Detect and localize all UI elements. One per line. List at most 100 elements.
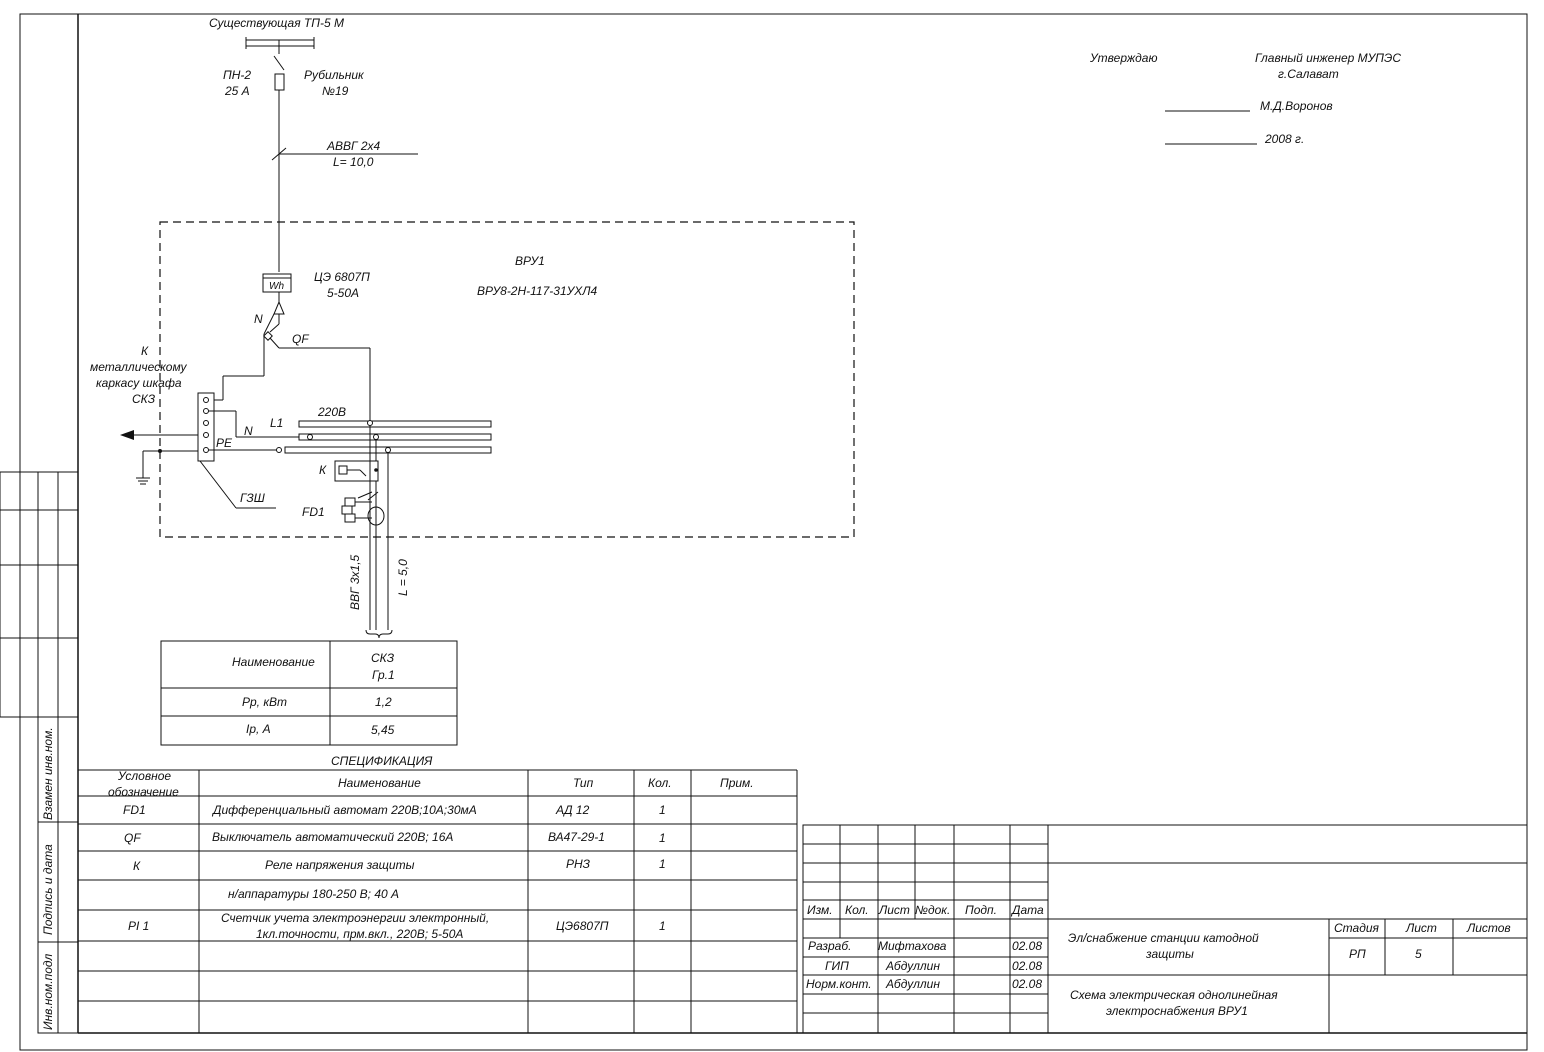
tb-sheet: 5	[1415, 947, 1422, 961]
tb-col-ndok: №док.	[915, 903, 950, 917]
voltage-label: 220В	[317, 405, 346, 419]
spec-h-qty: Кол.	[648, 776, 672, 790]
load-h2: Рр, кВт	[242, 695, 287, 709]
tb-stage: РП	[1349, 947, 1366, 961]
fuse-symbol	[274, 73, 285, 91]
spec-h-name: Наименование	[338, 776, 421, 790]
side-stamp-replace: Взамен инв.ном.	[41, 727, 55, 820]
spec-r5-code: PI 1	[128, 919, 149, 933]
spec-r2-code: QF	[124, 831, 141, 845]
cable-out-type: ВВГ 3х1,5	[348, 554, 362, 610]
vru-enclosure	[159, 221, 855, 538]
spec-r2-qty: 1	[659, 831, 666, 845]
tb-name-3: Абдуллин	[885, 977, 940, 991]
spec-r1-type: АД 12	[555, 803, 590, 817]
spec-r4-name: н/аппаратуры 180-250 В; 40 А	[228, 887, 399, 901]
load-v1b: Гр.1	[372, 668, 395, 682]
switch-number: №19	[322, 84, 349, 98]
cable-in-type: АВВГ 2х4	[326, 139, 381, 153]
fuse-rating: 25 А	[224, 84, 250, 98]
approval-year: 2008 г.	[1264, 132, 1304, 146]
tb-col-list: Лист	[878, 903, 910, 917]
tb-sheet-h: Лист	[1405, 921, 1437, 935]
tb-col-izm: Изм.	[807, 903, 833, 917]
side-stamp-inv: Инв.ном.подл	[41, 953, 55, 1030]
spec-r5-name-1: Счетчик учета электроэнергии электронный…	[221, 911, 489, 925]
cable-in-length: L= 10,0	[333, 155, 374, 169]
spec-r5-type: ЦЭ6807П	[556, 919, 609, 933]
relay-label: К	[319, 463, 327, 477]
side-stamp: Взамен инв.ном. Подпись и дата Инв.ном.п…	[0, 471, 79, 1034]
side-stamp-sign: Подпись и дата	[41, 844, 55, 935]
tb-date-3: 02.08	[1012, 977, 1042, 991]
frame-note-3: каркасу шкафа	[96, 376, 182, 390]
approver-position: Главный инженер МУПЭС	[1255, 51, 1401, 65]
spec-r1-name: Дифференциальный автомат 220В;10А;30мА	[211, 803, 477, 817]
load-table: Наименование СКЗ Гр.1 Рр, кВт 1,2 Iр, А …	[160, 640, 458, 746]
tb-project-2: защиты	[1145, 947, 1194, 961]
approval-block: Утверждаю Главный инженер МУПЭС г.Салава…	[1089, 51, 1401, 146]
tb-name-2: Абдуллин	[885, 959, 940, 973]
switch-name: Рубильник	[304, 68, 365, 82]
meter-symbol: Wh ЦЭ 6807П 5-50А	[262, 270, 370, 315]
frame-note-1: К	[141, 344, 149, 358]
load-h1: Наименование	[232, 655, 315, 669]
spec-r2-type: ВА47-29-1	[548, 830, 605, 844]
tb-date-1: 02.08	[1012, 939, 1042, 953]
pe-label: PE	[216, 436, 233, 450]
tb-stage-h: Стадия	[1334, 921, 1380, 935]
fuse-name: ПН-2	[223, 68, 251, 82]
load-v2: 1,2	[375, 695, 392, 709]
busbars: 220В L1 N PE	[216, 405, 492, 630]
tb-project-1: Эл/снабжение станции катодной	[1068, 931, 1259, 945]
tb-name-1: Мифтахова	[878, 939, 947, 953]
gzsh-label: ГЗШ	[240, 491, 266, 505]
frame-note-4: СКЗ	[132, 392, 156, 406]
spec-r3-name: Реле напряжения защиты	[265, 858, 415, 872]
spec-r1-code: FD1	[123, 803, 146, 817]
spec-table: СПЕЦИФИКАЦИЯ Условное обозначение Наимен…	[78, 754, 798, 1033]
relay-k: К	[319, 460, 379, 482]
vru-name: ВРУ1	[515, 254, 545, 268]
frame-note-2: металлическому	[90, 360, 188, 374]
approver-name: М.Д.Воронов	[1260, 99, 1333, 113]
tb-drawing-2: электроснабжения ВРУ1	[1106, 1004, 1248, 1018]
meter-wh: Wh	[269, 281, 284, 292]
tb-col-podp: Подп.	[965, 903, 997, 917]
approve-label: Утверждаю	[1089, 51, 1157, 65]
spec-r3-code: К	[133, 859, 141, 873]
substation-label: Существующая ТП-5 М	[209, 16, 344, 30]
tb-drawing-1: Схема электрическая однолинейная	[1070, 988, 1278, 1002]
terminal-block: ГЗШ	[120, 392, 299, 509]
spec-r2-name: Выключатель автоматический 220В; 16А	[212, 830, 453, 844]
spec-h-type: Тип	[573, 776, 594, 790]
cable-out: ВВГ 3х1,5 L = 5,0	[348, 554, 410, 639]
cable-out-length: L = 5,0	[396, 559, 410, 596]
l1-label: L1	[270, 416, 283, 430]
load-h3: Iр, А	[246, 722, 271, 736]
meter-model: ЦЭ 6807П	[314, 270, 370, 284]
n-top-label: N	[254, 312, 263, 326]
tb-role-2: ГИП	[825, 959, 849, 973]
title-block: Изм. Кол. Лист №док. Подп. Дата Разраб. …	[802, 824, 1528, 1034]
tb-role-3: Норм.конт.	[806, 977, 872, 991]
spec-r5-name-2: 1кл.точности, прм.вкл., 220В; 5-50А	[256, 927, 463, 941]
n-bus-label: N	[244, 424, 253, 438]
spec-r5-qty: 1	[659, 919, 666, 933]
spec-h-note: Прим.	[720, 776, 754, 790]
tb-col-data: Дата	[1010, 903, 1044, 917]
tb-sheets-h: Листов	[1466, 921, 1511, 935]
vru-type: ВРУ8-2Н-117-31УХЛ4	[477, 284, 598, 298]
spec-r1-qty: 1	[659, 803, 666, 817]
spec-h-code-2: обозначение	[108, 785, 179, 799]
tb-col-kol: Кол.	[845, 903, 869, 917]
qf-label: QF	[292, 332, 309, 346]
approver-city: г.Салават	[1278, 67, 1339, 81]
tb-date-2: 02.08	[1012, 959, 1042, 973]
load-v1a: СКЗ	[371, 651, 395, 665]
meter-range: 5-50А	[327, 286, 359, 300]
tb-role-1: Разраб.	[808, 939, 851, 953]
rcd-label: FD1	[302, 505, 325, 519]
spec-h-code-1: Условное	[117, 769, 171, 783]
